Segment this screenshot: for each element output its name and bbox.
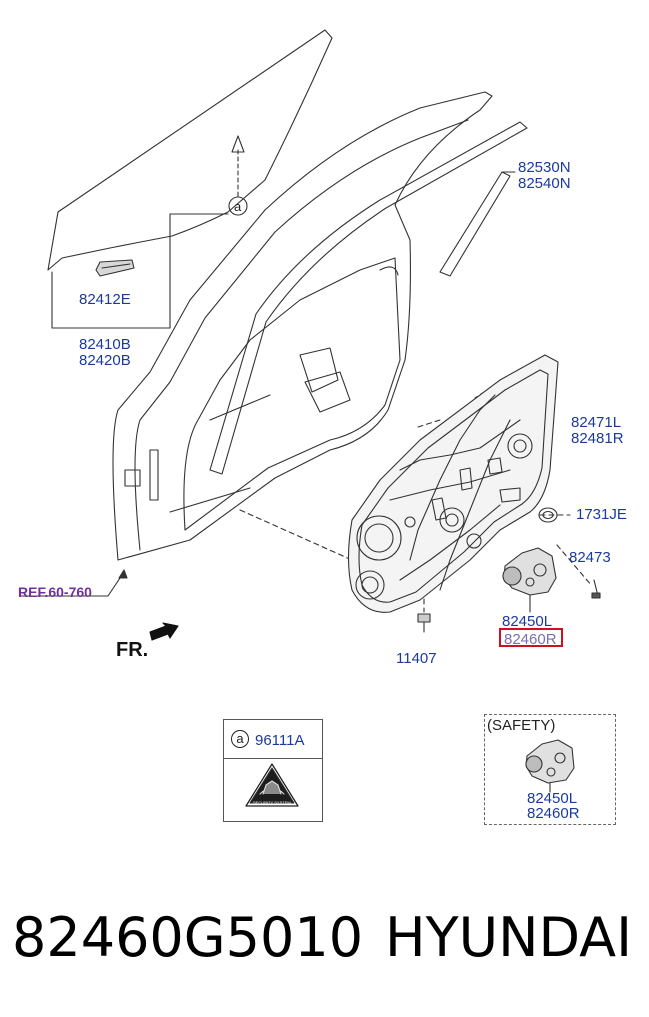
footer-brand: HYUNDAI [385, 906, 633, 969]
label-82450L[interactable]: 82450L [502, 613, 553, 630]
glass-bracket [51, 213, 229, 329]
regulator-motor [502, 547, 557, 613]
label-82481R[interactable]: 82481R [571, 430, 624, 447]
safety-motor [525, 739, 575, 793]
ref-label[interactable]: REF.60-760 [18, 584, 92, 600]
label-82471L[interactable]: 82471L [571, 414, 622, 431]
legend-code[interactable]: 96111A [255, 732, 305, 749]
safety-title: (SAFETY) [487, 717, 556, 734]
ref-leader [19, 571, 125, 597]
label-82412E[interactable]: 82412E [79, 291, 131, 308]
bolt-82473 [591, 579, 601, 599]
glass-clip [95, 259, 135, 277]
badge-caption: SECURITY SYSTEM [253, 800, 291, 805]
glass-run-channel [209, 121, 528, 475]
label-82473[interactable]: 82473 [569, 549, 611, 566]
legend-row: a 96111A [224, 720, 322, 759]
door-module-panel [347, 354, 559, 613]
safety-label-82450L[interactable]: 82450L [527, 790, 578, 807]
legend-marker: a [231, 730, 249, 748]
front-indicator: FR. [116, 639, 149, 661]
security-badge-icon [245, 763, 299, 807]
callout-a-marker: a [234, 199, 242, 214]
legend-box: a 96111A SECURITY SYSTEM [223, 719, 323, 822]
door-parts-diagram [19, 29, 601, 807]
label-1731JE[interactable]: 1731JE [576, 506, 627, 523]
label-82420B[interactable]: 82420B [79, 352, 131, 369]
safety-label-82460R[interactable]: 82460R [527, 805, 580, 822]
door-glass [47, 29, 333, 271]
grommet [538, 507, 558, 523]
footer-part-number: 82460G5010 [12, 906, 364, 969]
fr-arrow [149, 622, 179, 641]
label-11407[interactable]: 11407 [396, 650, 437, 667]
highlight-box-82460R[interactable]: 82460R [499, 628, 563, 648]
bolt-11407 [417, 613, 431, 633]
label-82540N[interactable]: 82540N [518, 175, 571, 192]
label-82530N[interactable]: 82530N [518, 159, 571, 176]
glass-arrow [228, 135, 248, 216]
safety-box: (SAFETY) 82450L 82460R [484, 714, 616, 825]
label-82410B[interactable]: 82410B [79, 336, 131, 353]
door-frame [112, 91, 493, 561]
label-82460R[interactable]: 82460R [504, 631, 557, 648]
